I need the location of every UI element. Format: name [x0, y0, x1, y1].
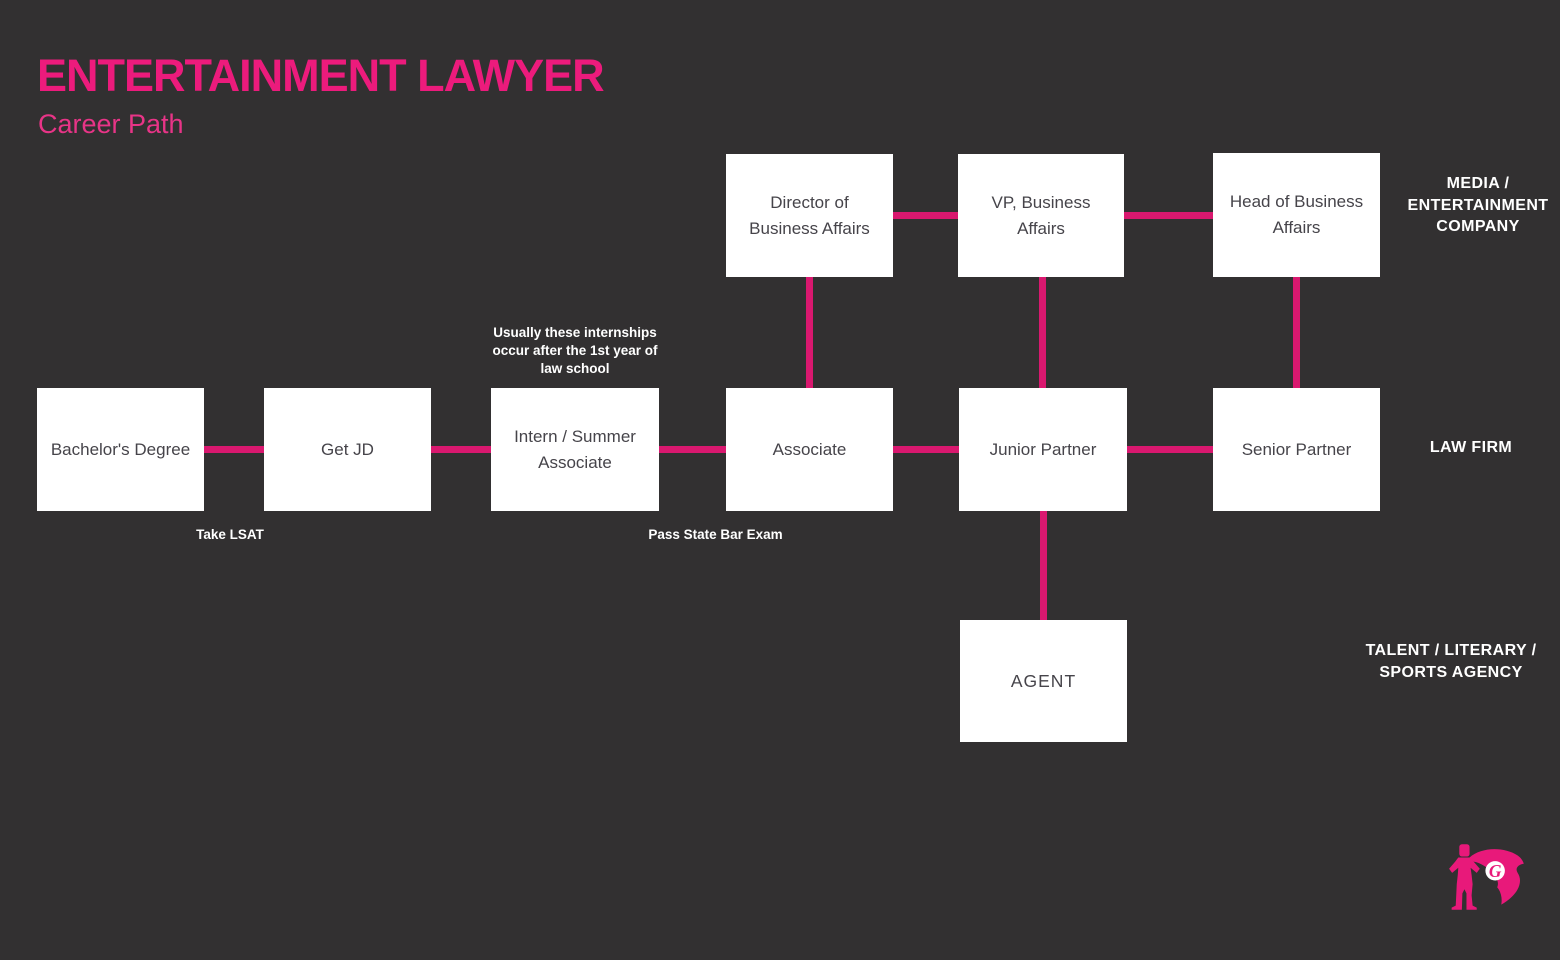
node-label: Associate: [772, 439, 847, 459]
sector-label-media-entertainment: MEDIA / ENTERTAINMENT COMPANY: [1407, 175, 1549, 235]
connector-junior-agent: [1040, 510, 1047, 621]
node-junior-partner: Junior Partner: [959, 388, 1127, 511]
pass-bar-exam-note: Pass State Bar Exam: [648, 527, 783, 542]
connector-getjd-intern: [430, 446, 491, 453]
logo-emblem-circle: [1485, 861, 1505, 881]
connector-intern-associate: [657, 446, 726, 453]
page-title: ENTERTAINMENT LAWYER: [37, 50, 605, 101]
connector-bachelors-getjd: [203, 446, 264, 453]
superhero-head: [1459, 844, 1470, 857]
node-head-business-affairs: Head of Business Affairs: [1213, 153, 1380, 277]
node-senior-partner: Senior Partner: [1213, 388, 1380, 511]
connector-senior-head: [1293, 277, 1300, 389]
connector-associate-junior: [893, 446, 959, 453]
take-lsat-note: Take LSAT: [196, 527, 264, 542]
career-girls-logo: G: [1449, 844, 1524, 910]
node-label: Senior Partner: [1241, 439, 1352, 459]
superhero-figure: [1449, 857, 1480, 910]
node-get-jd: Get JD: [264, 388, 431, 511]
node-intern-summer-associate: Intern / Summer Associate: [491, 388, 659, 511]
connector-associate-director: [806, 277, 813, 389]
connector-vp-head: [1123, 212, 1213, 219]
node-label: Head of Business Affairs: [1229, 192, 1364, 237]
page-subtitle: Career Path: [38, 109, 184, 139]
logo-letter: G: [1489, 861, 1502, 881]
node-director-business-affairs: Director of Business Affairs: [726, 154, 893, 277]
connector-junior-vp: [1039, 277, 1046, 389]
node-vp-business-affairs: VP, Business Affairs: [958, 154, 1124, 277]
node-label: Junior Partner: [989, 439, 1097, 459]
node-label: Intern / Summer Associate: [514, 426, 636, 472]
node-label: Director of Business Affairs: [749, 192, 870, 238]
sector-label-talent-agency: TALENT / LITERARY / SPORTS AGENCY: [1365, 642, 1537, 681]
sector-label-law-firm: LAW FIRM: [1429, 439, 1513, 456]
internship-note: Usually these internships occur after th…: [492, 325, 658, 376]
node-agent: AGENT: [960, 620, 1127, 742]
node-bachelors-degree: Bachelor's Degree: [37, 388, 204, 511]
node-label: VP, Business Affairs: [991, 192, 1091, 238]
node-label: AGENT: [1010, 671, 1077, 691]
node-associate: Associate: [726, 388, 893, 511]
connector-junior-senior: [1126, 446, 1213, 453]
connector-director-vp: [893, 212, 959, 219]
node-label: Get JD: [321, 439, 374, 459]
node-label: Bachelor's Degree: [50, 439, 191, 459]
